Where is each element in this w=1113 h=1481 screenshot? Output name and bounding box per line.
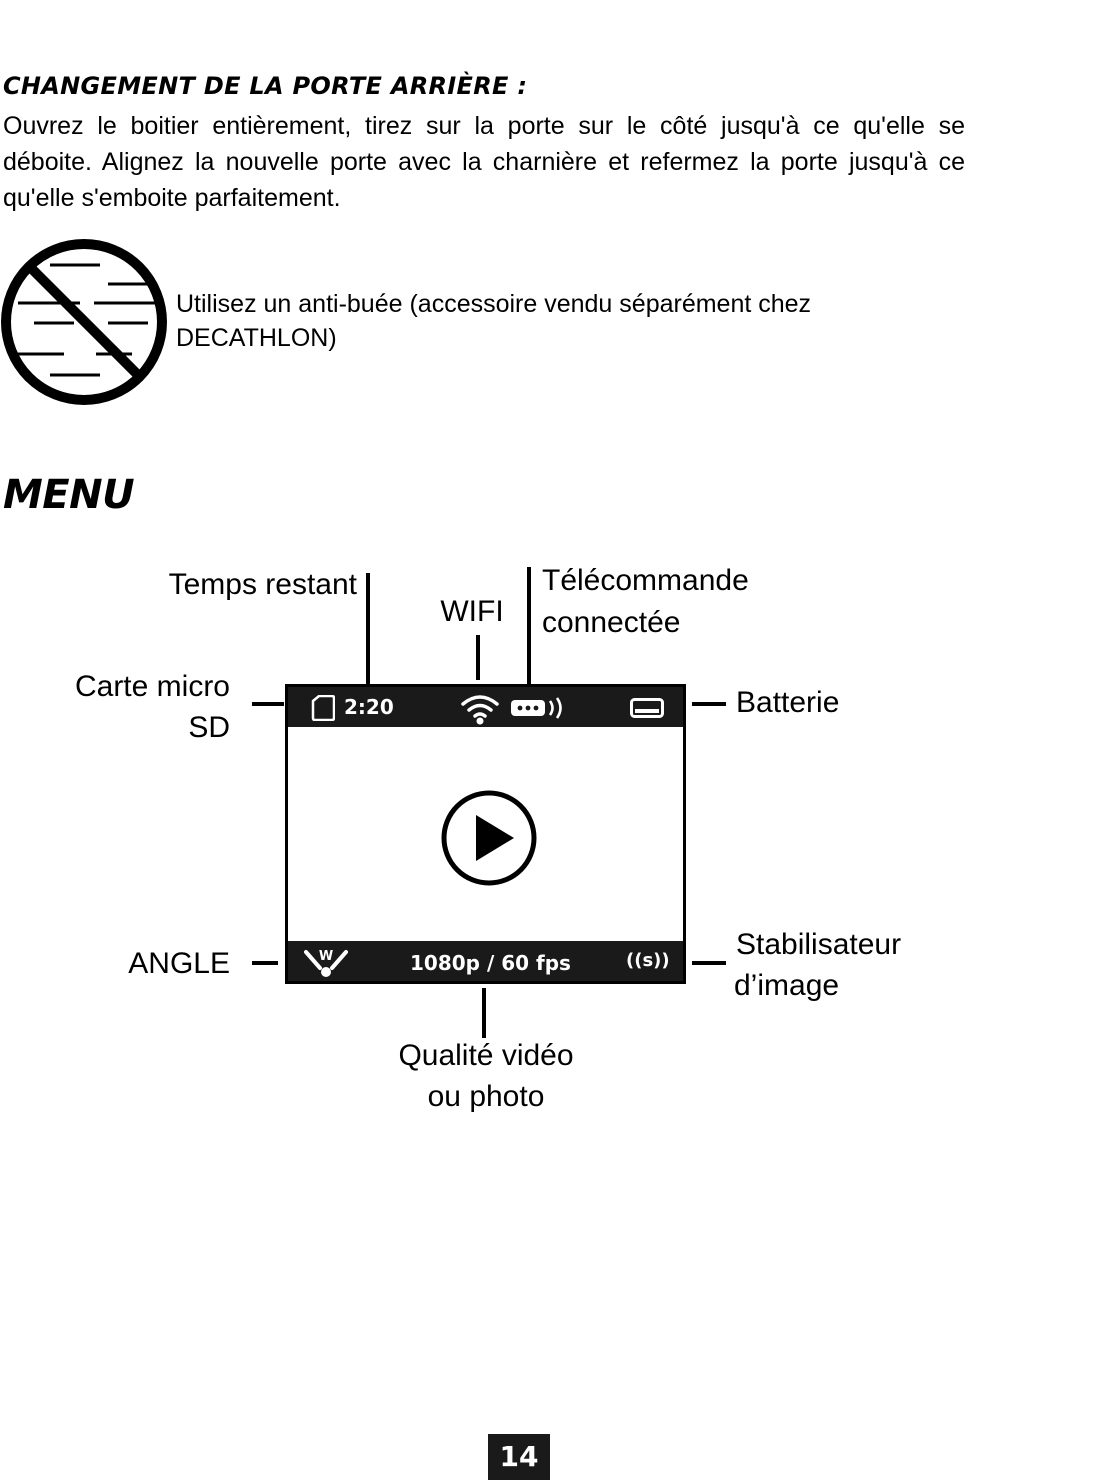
leader-angle [252, 961, 278, 965]
label-quality-line1: Qualité vidéo [398, 1039, 574, 1072]
label-sd-line1: Carte micro [74, 670, 230, 703]
leader-stabilizer [692, 961, 726, 965]
battery-icon [630, 698, 664, 718]
leader-wifi [476, 635, 480, 680]
no-fog-icon [1, 239, 167, 405]
leader-time [366, 573, 370, 684]
leader-sd [252, 702, 284, 706]
remote-icon [511, 697, 562, 719]
label-stabilizer-line2: d’image [734, 969, 840, 1002]
door-instructions: Ouvrez le boitier entièrement, tirez sur… [3, 112, 965, 212]
screen-top-bar: 2:20 [288, 687, 683, 727]
leader-remote [527, 567, 531, 684]
label-angle: ANGLE [128, 947, 230, 980]
leader-quality [482, 988, 486, 1038]
quality-value: 1080p / 60 fps [410, 951, 571, 975]
menu-title: MENU [3, 472, 135, 518]
section-title-door: CHANGEMENT DE LA PORTE ARRIÈRE : [3, 72, 528, 100]
screen-bottom-bar: W 1080p / 60 fps ((s)) [288, 941, 683, 981]
label-remote-line1: Télécommande [542, 564, 749, 597]
label-wifi: WIFI [440, 595, 504, 628]
page-number: 14 [488, 1434, 550, 1480]
label-quality-line2: ou photo [427, 1080, 545, 1113]
label-stabilizer-line1: Stabilisateur [736, 928, 902, 961]
label-battery: Batterie [736, 686, 840, 719]
camera-screen: 2:20 W 1080p / 60 fps [285, 684, 686, 984]
angle-icon: W [304, 949, 348, 977]
label-time-remaining: Temps restant [168, 568, 357, 601]
label-sd-line2: SD [188, 711, 230, 744]
leader-battery [692, 702, 726, 706]
sd-card-icon [311, 695, 335, 721]
angle-mark: W [319, 949, 333, 964]
label-remote-line2: connectée [542, 606, 681, 639]
play-icon [441, 790, 537, 886]
antifog-text: Utilisez un anti-buée (accessoire vendu … [176, 290, 812, 352]
wifi-icon [461, 695, 499, 725]
stabilizer-icon: ((s)) [626, 950, 670, 971]
time-remaining-value: 2:20 [344, 695, 394, 719]
